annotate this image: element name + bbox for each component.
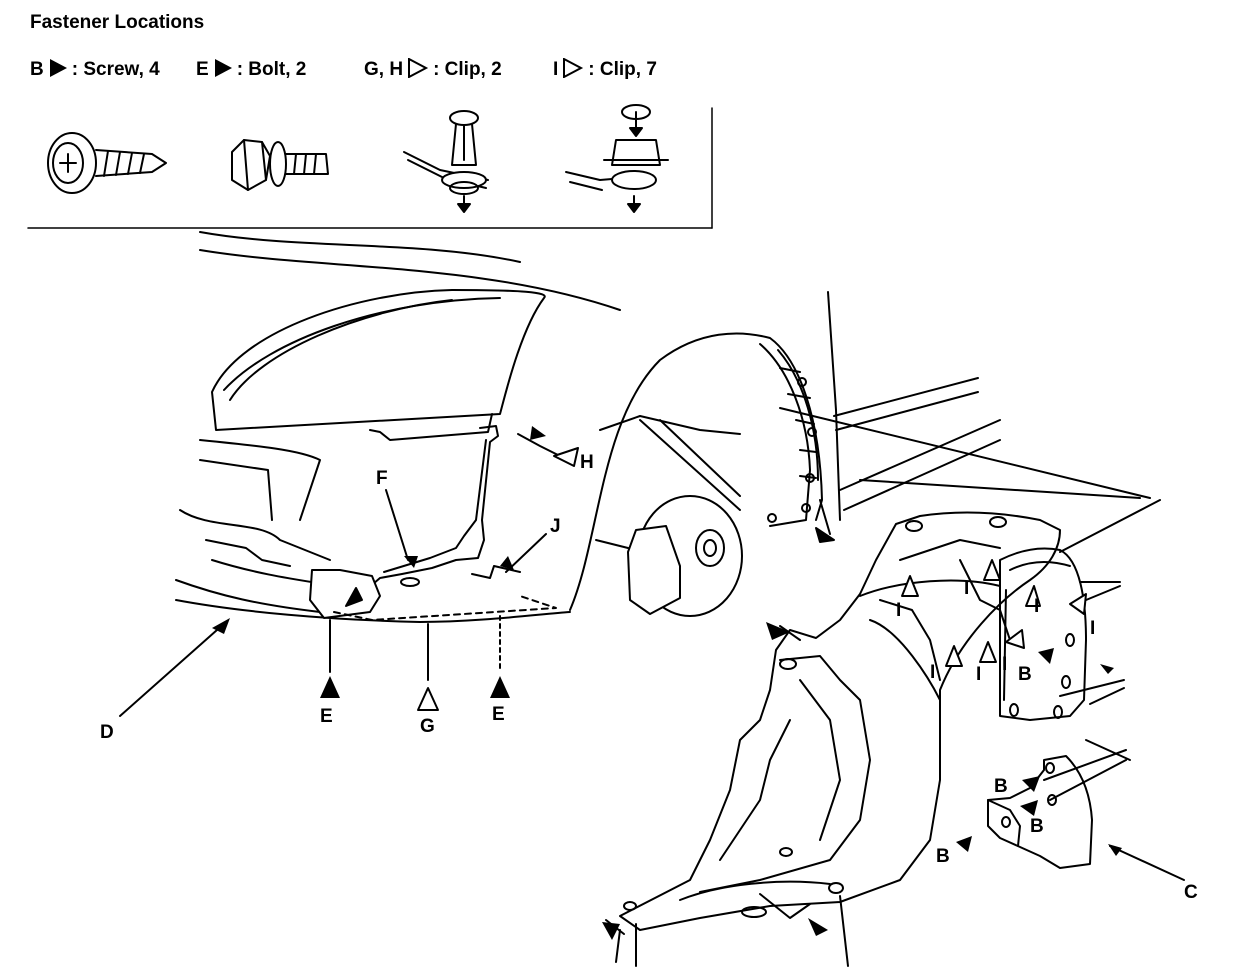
- filled-arrow-icon: [214, 59, 232, 77]
- callout-j: J: [550, 516, 561, 537]
- callout-b-2: B: [994, 776, 1008, 797]
- legend-text: : Bolt, 2: [236, 59, 307, 80]
- screw-icon: [47, 132, 167, 194]
- legend-clip-i: I : Clip, 7: [553, 58, 657, 81]
- legend-bolt: E : Bolt, 2: [196, 58, 306, 81]
- legend-screw: B : Screw, 4: [30, 58, 160, 81]
- callout-b-4: B: [936, 846, 950, 867]
- filled-arrow-icon: [49, 59, 67, 77]
- legend-key: I: [553, 59, 559, 80]
- open-arrow-icon: [408, 58, 429, 78]
- callout-e-right: E: [492, 704, 505, 725]
- callout-d: D: [100, 722, 114, 743]
- legend-text: : Clip, 7: [588, 59, 657, 80]
- open-arrow-icon: [563, 58, 584, 78]
- splash-shield: [987, 755, 1093, 869]
- callout-g: G: [420, 716, 435, 737]
- callout-i-6: I: [976, 664, 981, 685]
- callout-i-1: I: [896, 600, 901, 621]
- legend-clip-gh: G, H : Clip, 2: [364, 58, 502, 81]
- legend-key: B: [30, 59, 44, 80]
- clip-gh-icon: [403, 110, 489, 213]
- fender-liner: [619, 511, 1061, 931]
- legend-text: : Screw, 4: [71, 59, 160, 80]
- callout-i-5: I: [930, 662, 935, 683]
- callout-c: C: [1184, 882, 1198, 903]
- callout-f: F: [376, 468, 388, 489]
- legend-key: G, H: [364, 59, 404, 80]
- callout-i-3: I: [1034, 596, 1039, 617]
- legend-text: : Clip, 2: [433, 59, 502, 80]
- bolt-icon: [231, 139, 329, 191]
- callout-b-3: B: [1030, 816, 1044, 837]
- legend-key: E: [196, 59, 209, 80]
- brake-assembly: [595, 495, 743, 617]
- callout-i-2: I: [964, 578, 969, 599]
- page-title: Fastener Locations: [30, 12, 205, 33]
- callout-i-4: I: [1090, 618, 1095, 639]
- callout-e-left: E: [320, 706, 333, 727]
- callout-i-7: I: [1002, 654, 1007, 675]
- callout-h: H: [580, 452, 594, 473]
- callout-b-1: B: [1018, 664, 1032, 685]
- clip-i-icon: [565, 104, 669, 213]
